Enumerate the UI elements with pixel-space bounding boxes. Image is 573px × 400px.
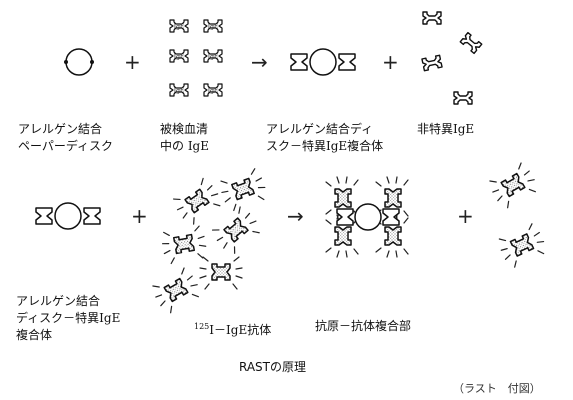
disk-ige-complex-label-2: アレルゲン結合 ディスク－特異IgE 複合体 xyxy=(16,294,121,342)
serum-ige-label: 被検血清 中の IgE xyxy=(160,122,209,153)
labeled-antibody-group xyxy=(149,167,270,316)
disk-ige-complex-2 xyxy=(35,202,101,230)
disk-ige-complex-label: アレルゲン結合ディ スク－特異IgE複合体 xyxy=(266,122,384,153)
reaction-arrow: → xyxy=(251,50,268,74)
disk-ige-complex xyxy=(290,48,356,76)
allergen-disk xyxy=(64,48,94,76)
plus-sign: + xyxy=(457,204,474,228)
diagram-caption: RASTの原理 xyxy=(239,360,307,374)
isotope-superscript: 125 xyxy=(194,322,210,331)
allergen-disk-label: アレルゲン結合 ペーパーディスク xyxy=(18,122,114,153)
nonspecific-ige-group xyxy=(421,11,483,105)
free-labeled-antibody-group xyxy=(486,160,549,270)
nonspecific-ige-label: 非特異IgE xyxy=(417,122,475,136)
antigen-antibody-complex xyxy=(325,176,409,258)
plus-sign: + xyxy=(131,204,148,228)
reaction-arrow: → xyxy=(287,204,304,228)
figure-reference: （ラスト 付図） xyxy=(453,382,541,395)
plus-sign: + xyxy=(124,50,141,74)
plus-sign: + xyxy=(382,50,399,74)
antigen-antibody-label: 抗原－抗体複合部 xyxy=(315,319,412,333)
serum-ige-group xyxy=(169,19,223,97)
labeled-antibody-label: 125I－IgE抗体 xyxy=(194,322,272,337)
